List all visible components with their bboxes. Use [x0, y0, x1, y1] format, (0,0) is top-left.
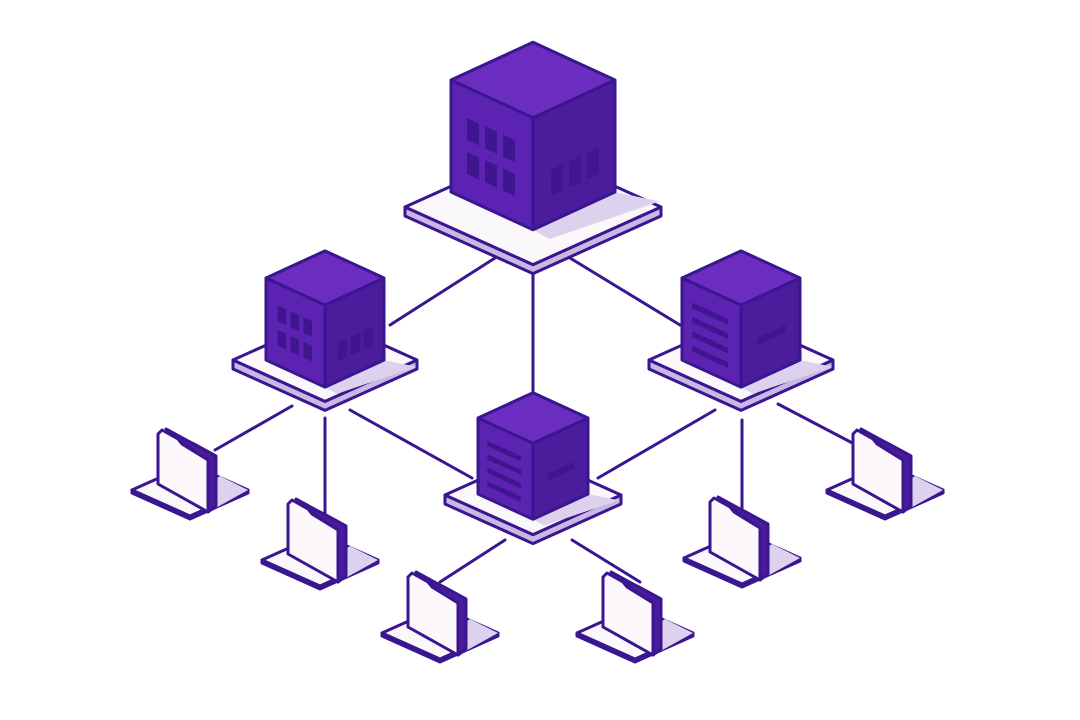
window-slot [756, 324, 786, 346]
server-lines-icon [487, 440, 575, 502]
folder-icon [156, 427, 218, 514]
server-grid-icon [467, 118, 599, 197]
window-slot [547, 461, 575, 481]
window-slot [487, 467, 521, 489]
cube-shadow [325, 360, 417, 394]
window-slot [692, 316, 729, 340]
connection-line [213, 404, 294, 452]
window [337, 338, 347, 362]
folder-1 [130, 427, 250, 521]
window-slot [692, 302, 729, 325]
window [290, 335, 300, 356]
folder-front [708, 496, 762, 582]
window [277, 329, 287, 350]
connection-line [388, 256, 497, 327]
folder-6 [825, 427, 945, 521]
server-grid-icon [277, 305, 373, 362]
folder-front [406, 571, 460, 657]
window [350, 332, 360, 356]
window-slot [487, 454, 521, 476]
folder-5 [682, 495, 802, 589]
center-server [443, 391, 623, 546]
cube-shadow [741, 360, 833, 394]
window [303, 341, 313, 362]
cube-outline [449, 40, 617, 232]
window [467, 152, 479, 180]
connection-line [776, 402, 862, 449]
cube-shadow [533, 192, 660, 240]
cube-shadow [533, 494, 619, 526]
folder-front [286, 498, 340, 584]
window-slot [487, 440, 521, 462]
window [290, 311, 300, 332]
window [467, 118, 479, 146]
folder-icon [286, 497, 348, 584]
folder-4 [575, 570, 695, 664]
folder-nodes [130, 427, 945, 664]
cube-outline [680, 249, 802, 389]
folder-2 [260, 497, 380, 591]
window [551, 164, 563, 196]
window [363, 326, 373, 350]
folder-icon [601, 570, 663, 657]
window [587, 147, 599, 180]
window [503, 168, 515, 197]
window [277, 305, 287, 326]
window [569, 155, 581, 188]
folder-3 [380, 570, 500, 664]
window [303, 317, 313, 338]
window [485, 126, 497, 154]
cube-outline [476, 391, 590, 521]
folder-front [601, 571, 655, 657]
window-slot [692, 331, 729, 354]
connection-line [438, 538, 507, 584]
window-slot [692, 345, 729, 368]
root-server [403, 40, 663, 276]
server-lines-icon [692, 302, 786, 368]
connection-lines [213, 256, 862, 584]
folder-front [156, 428, 210, 514]
server-nodes [231, 40, 835, 546]
left-server [231, 249, 419, 412]
window [503, 134, 515, 163]
connection-line [568, 256, 682, 327]
folder-icon [851, 427, 913, 514]
cube-outline [264, 249, 386, 389]
folder-icon [708, 495, 770, 582]
connection-line [596, 408, 717, 480]
window [485, 160, 497, 188]
right-server [647, 249, 835, 412]
folder-icon [406, 570, 468, 657]
window-slot [487, 481, 521, 502]
connection-line [348, 408, 474, 480]
connection-line [570, 538, 642, 584]
folder-front [851, 428, 905, 514]
